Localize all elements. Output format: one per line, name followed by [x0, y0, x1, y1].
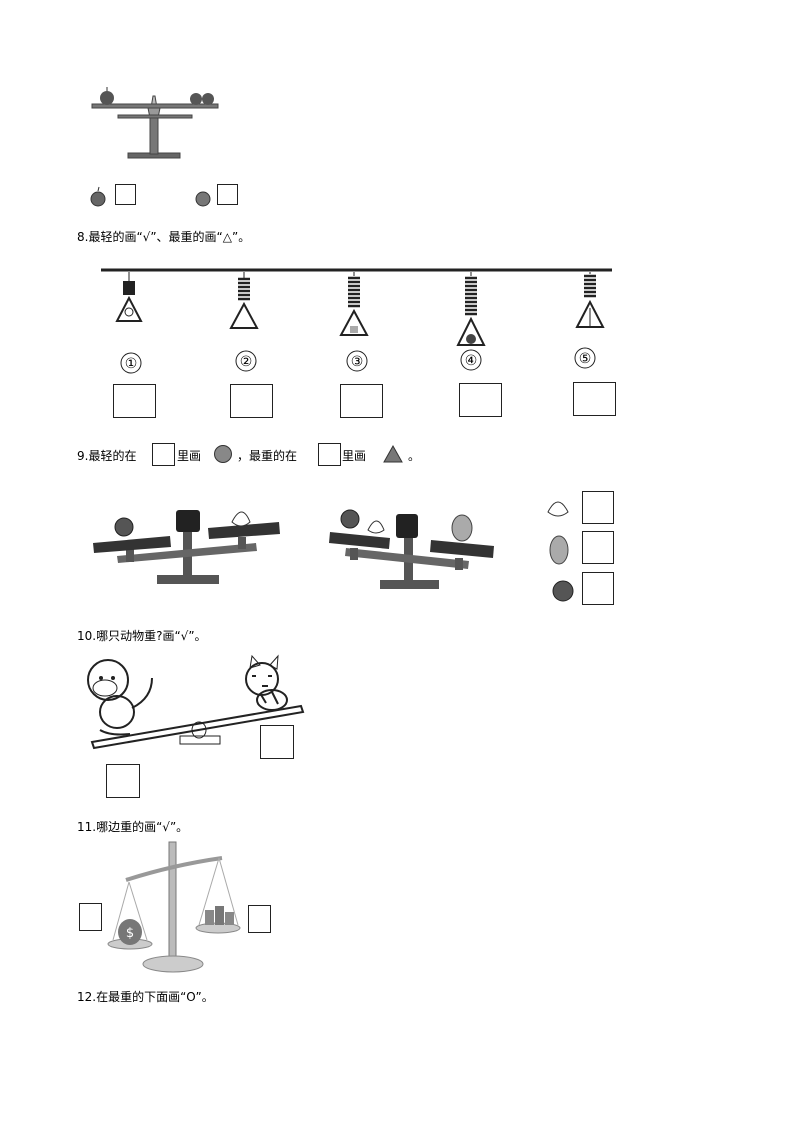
spring-label-5: ⑤ [579, 351, 592, 367]
circle-symbol-icon [214, 445, 232, 463]
spring-3 [339, 272, 369, 336]
spring-2 [229, 272, 259, 329]
spring-label-1: ① [125, 356, 138, 372]
answer-box-cat[interactable] [260, 725, 294, 759]
triangle-symbol-icon [383, 444, 403, 463]
spring-label-3: ③ [351, 354, 364, 370]
seesaw-apple-peach [93, 510, 280, 584]
seesaw-apple-peach-pineapple [329, 509, 494, 589]
question-9-suffix: 。 [408, 449, 421, 463]
question-9-mid3: 里画 [342, 449, 367, 463]
spring-4 [456, 272, 486, 346]
question-9-mid1: 里画 [177, 449, 202, 463]
money-bag-icon: $ [118, 919, 142, 945]
orange-small-icon [195, 191, 211, 207]
svg-text:$: $ [126, 926, 134, 941]
answer-box-right-pan[interactable] [248, 905, 271, 933]
answer-box-orange[interactable] [217, 184, 238, 205]
question-9-mid2: ，最重的在 [237, 449, 298, 463]
answer-box-spring-2[interactable] [230, 384, 273, 418]
answer-box-spring-5[interactable] [573, 382, 616, 416]
answer-box-spring-4[interactable] [459, 383, 502, 417]
spring-label-2: ② [240, 354, 253, 370]
monkey-icon [87, 659, 153, 736]
answer-box-spring-3[interactable] [340, 384, 383, 418]
answer-box-left-pan[interactable] [79, 903, 102, 931]
inline-box-lightest [152, 443, 175, 466]
answer-box-peach[interactable] [582, 491, 614, 524]
peach-icon [547, 501, 569, 517]
answer-box-apple-row[interactable] [582, 572, 614, 605]
pineapple-icon [549, 535, 569, 565]
oranges-icon [190, 93, 214, 105]
question-10-text: 10.哪只动物重?画“√”。 [77, 629, 207, 643]
answer-box-apple[interactable] [115, 184, 136, 205]
spring-label-4: ④ [465, 353, 478, 369]
question-9-prefix: 9.最轻的在 [77, 449, 137, 463]
spring-1 [115, 272, 143, 322]
question-12-text: 12.在最重的下面画“O”。 [77, 990, 214, 1004]
coin-stacks-icon [205, 906, 234, 925]
apple-small-icon [90, 186, 106, 207]
answer-box-spring-1[interactable] [113, 384, 156, 418]
answer-box-monkey[interactable] [106, 764, 140, 798]
apple-icon [100, 87, 114, 105]
inline-box-heaviest [318, 443, 341, 466]
cat-icon [245, 654, 288, 711]
question-8-text: 8.最轻的画“√”、最重的画“△”。 [77, 230, 251, 244]
answer-box-pineapple[interactable] [582, 531, 614, 564]
question-11-text: 11.哪边重的画“√”。 [77, 820, 189, 834]
spring-5 [575, 272, 605, 328]
apple-icon-small [552, 580, 574, 602]
